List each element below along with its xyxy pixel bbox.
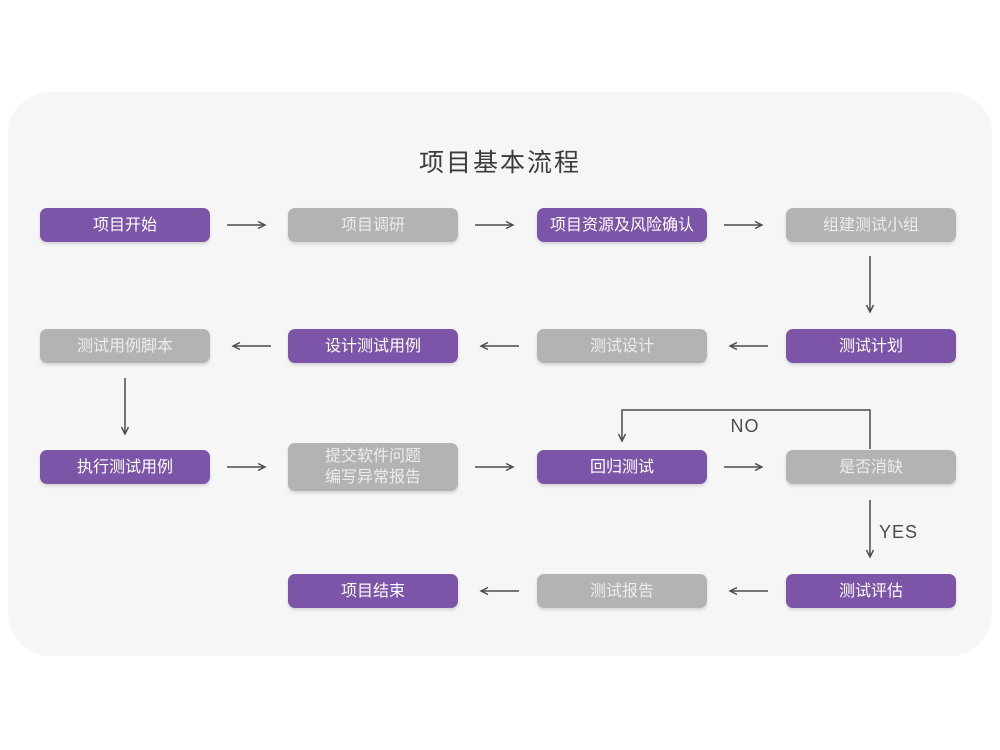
node-execute-test-case: 执行测试用例: [40, 450, 210, 484]
node-test-case-script: 测试用例脚本: [40, 329, 210, 363]
edge-label-yes: YES: [879, 522, 919, 542]
node-regression-test: 回归测试: [537, 450, 707, 484]
node-defect-cleared: 是否消缺: [786, 450, 956, 484]
page-title: 项目基本流程: [418, 149, 581, 177]
node-test-plan: 测试计划: [786, 329, 956, 363]
node-test-evaluation: 测试评估: [786, 574, 956, 608]
node-build-test-team: 组建测试小组: [786, 208, 956, 242]
node-project-research: 项目调研: [288, 208, 458, 242]
node-test-report: 测试报告: [537, 574, 707, 608]
node-project-end: 项目结束: [288, 574, 458, 608]
node-test-design: 测试设计: [537, 329, 707, 363]
node-submit-issue-report: 提交软件问题 编写异常报告: [288, 443, 458, 491]
node-resources-risk: 项目资源及风险确认: [537, 208, 707, 242]
flowchart-panel: [8, 92, 992, 656]
edge-label-no: NO: [730, 416, 760, 436]
node-project-start: 项目开始: [40, 208, 210, 242]
node-design-test-case: 设计测试用例: [288, 329, 458, 363]
